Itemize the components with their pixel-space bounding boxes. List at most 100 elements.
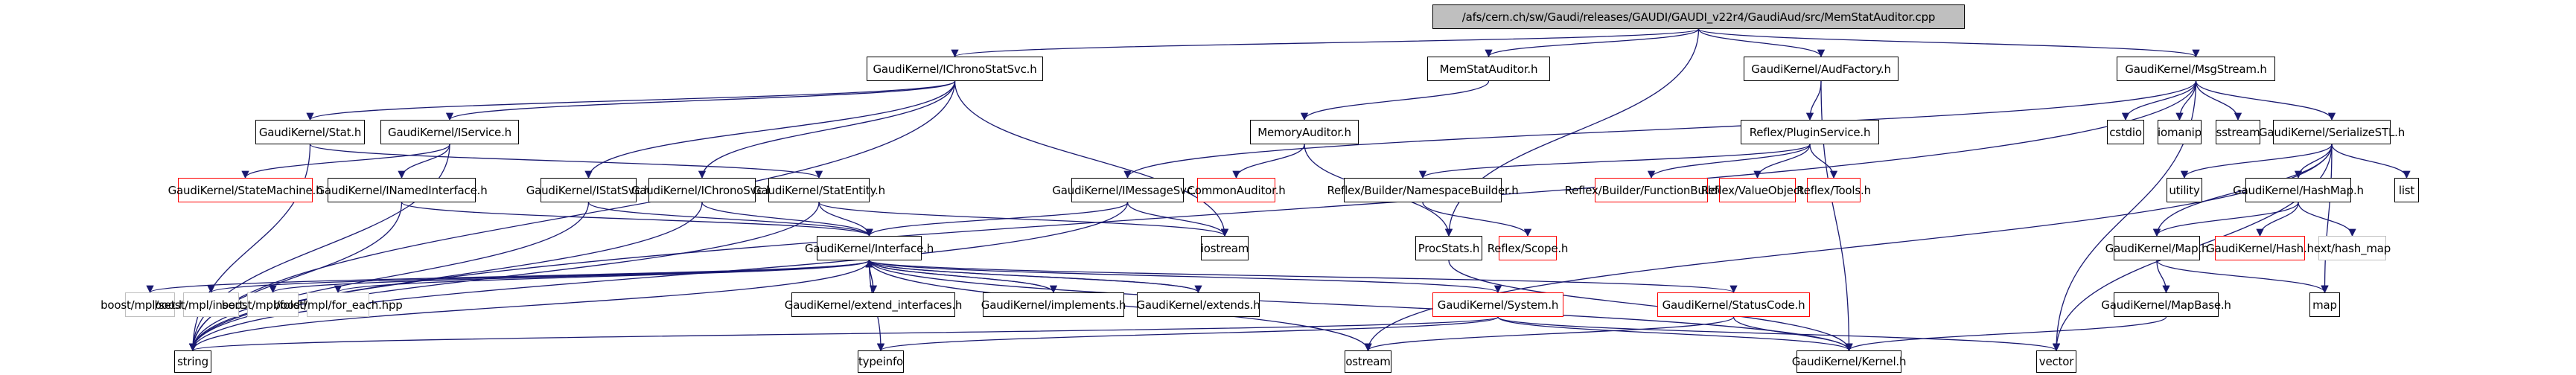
edge-iservice-to-inamedinterface bbox=[398, 144, 450, 179]
edge-audfactory-to-pluginservice bbox=[1805, 80, 1822, 121]
edge-memoryauditor-to-commonauditor bbox=[1232, 144, 1305, 179]
edge-root-to-memstatauditor bbox=[1485, 28, 1700, 58]
node-pluginservice[interactable]: Reflex/PluginService.h bbox=[1741, 120, 1879, 144]
edge-pluginservice-to-valueobject bbox=[1753, 144, 1811, 179]
node-boost-foreach[interactable]: boost/mpl/for_each.hpp bbox=[273, 292, 403, 317]
node-namespacebuilder[interactable]: Reflex/Builder/NamespaceBuilder.h bbox=[1327, 178, 1519, 202]
node-ichronosvc[interactable]: GaudiKernel/IChronoSvc.h bbox=[631, 178, 773, 202]
edge-interface-to-statuscode bbox=[868, 260, 1738, 294]
edge-serializestl-to-utility bbox=[2180, 144, 2333, 179]
node-hash[interactable]: GaudiKernel/Hash.h bbox=[2206, 236, 2314, 260]
node-ichronostatsvc[interactable]: GaudiKernel/IChronoStatSvc.h bbox=[867, 57, 1043, 81]
node-list[interactable]: list bbox=[2394, 178, 2419, 202]
edge-msgstream-to-imessagesvc bbox=[1123, 80, 2197, 179]
node-serializestl[interactable]: GaudiKernel/SerializeSTL.h bbox=[2259, 120, 2405, 144]
edge-system-to-kernel bbox=[1497, 316, 1853, 352]
node-map[interactable]: map bbox=[2309, 292, 2340, 317]
node-statuscode[interactable]: GaudiKernel/StatusCode.h bbox=[1657, 292, 1810, 317]
node-system[interactable]: GaudiKernel/System.h bbox=[1432, 292, 1563, 317]
edge-ichronostatsvc-to-istatsvc bbox=[584, 80, 956, 179]
node-memstatauditor[interactable]: MemStatAuditor.h bbox=[1427, 57, 1550, 81]
edge-hashmap-to-map_h bbox=[2152, 202, 2299, 237]
edge-statentity-to-interface bbox=[818, 202, 873, 237]
node-audfactory[interactable]: GaudiKernel/AudFactory.h bbox=[1744, 57, 1898, 81]
edge-ichronosvc-to-string bbox=[188, 202, 703, 352]
edge-memstatauditor-to-memoryauditor bbox=[1300, 80, 1490, 121]
node-memoryauditor[interactable]: MemoryAuditor.h bbox=[1250, 120, 1359, 144]
node-root-file[interactable]: /afs/cern.ch/sw/Gaudi/releases/GAUDI/GAU… bbox=[1432, 4, 1965, 29]
edge-mapbase-to-kernel bbox=[1845, 316, 2167, 352]
edge-stat-to-string bbox=[188, 144, 311, 352]
edge-iservice-to-statemachine bbox=[241, 144, 450, 179]
node-iostream[interactable]: iostream bbox=[1201, 236, 1249, 260]
edge-root-to-ichronostatsvc bbox=[951, 28, 1700, 58]
node-istatsvc[interactable]: GaudiKernel/IStatSvc.h bbox=[526, 178, 651, 202]
node-imessagesvc[interactable]: GaudiKernel/IMessageSvc.h bbox=[1052, 178, 1203, 202]
edge-interface-to-string bbox=[188, 260, 870, 352]
node-ext-hash-map[interactable]: ext/hash_map bbox=[2314, 236, 2391, 260]
edge-map_h-to-map bbox=[2156, 260, 2329, 294]
node-inamedinterface[interactable]: GaudiKernel/INamedInterface.h bbox=[316, 178, 488, 202]
node-procstats[interactable]: ProcStats.h bbox=[1415, 236, 1482, 260]
edge-pluginservice-to-tools bbox=[1809, 144, 1838, 179]
node-tools[interactable]: Reflex/Tools.h bbox=[1796, 178, 1871, 202]
node-commonauditor[interactable]: CommonAuditor.h bbox=[1187, 178, 1286, 202]
edge-statuscode-to-kernel bbox=[1732, 316, 1853, 352]
node-hashmap[interactable]: GaudiKernel/HashMap.h bbox=[2233, 178, 2364, 202]
edge-interface-to-system bbox=[868, 260, 1502, 294]
node-utility[interactable]: utility bbox=[2167, 178, 2202, 202]
edge-msgstream-to-serializestl bbox=[2195, 80, 2336, 121]
edge-istatsvc-to-interface bbox=[587, 202, 873, 237]
node-iomanip[interactable]: iomanip bbox=[2158, 120, 2202, 144]
edge-map_h-to-mapbase bbox=[2156, 260, 2170, 294]
edge-ichronostatsvc-to-stat bbox=[306, 80, 956, 121]
node-extends[interactable]: GaudiKernel/extends.h bbox=[1136, 292, 1260, 317]
edge-namespacebuilder-to-scope bbox=[1422, 202, 1532, 237]
edge-imessagesvc-to-interface bbox=[865, 202, 1129, 237]
node-map-h[interactable]: GaudiKernel/Map.h bbox=[2105, 236, 2209, 260]
node-stat[interactable]: GaudiKernel/Stat.h bbox=[255, 120, 365, 144]
edge-root-to-msgstream bbox=[1697, 28, 2200, 58]
edge-interface-to-boost_insert bbox=[207, 260, 870, 294]
edge-serializestl-to-list bbox=[2331, 144, 2411, 179]
node-iservice[interactable]: GaudiKernel/IService.h bbox=[380, 120, 519, 144]
node-implements[interactable]: GaudiKernel/implements.h bbox=[981, 292, 1126, 317]
edge-serializestl-to-map bbox=[2321, 144, 2333, 294]
node-boost-set[interactable]: boost/mpl/set.hpp bbox=[101, 292, 200, 317]
edge-imessagesvc-to-string bbox=[188, 202, 1129, 352]
edge-inamedinterface-to-interface bbox=[401, 202, 873, 237]
edge-implements-to-interface bbox=[865, 259, 1054, 293]
node-extend-interfaces[interactable]: GaudiKernel/extend_interfaces.h bbox=[785, 292, 962, 317]
node-valueobject[interactable]: Reflex/ValueObject.h bbox=[1701, 178, 1814, 202]
node-mapbase[interactable]: GaudiKernel/MapBase.h bbox=[2101, 292, 2231, 317]
node-vector[interactable]: vector bbox=[2036, 350, 2076, 373]
node-ostream[interactable]: ostream bbox=[1345, 350, 1391, 373]
node-scope[interactable]: Reflex/Scope.h bbox=[1488, 236, 1568, 260]
edge-system-to-string bbox=[189, 316, 1499, 352]
edge-ichronostatsvc-to-iservice bbox=[446, 80, 956, 121]
node-statemachine[interactable]: GaudiKernel/StateMachine.h bbox=[168, 178, 323, 202]
edge-ichronostatsvc-to-ichronosvc bbox=[698, 80, 956, 179]
node-functionbuilder[interactable]: Reflex/Builder/FunctionBuilder.h bbox=[1565, 178, 1738, 202]
edge-ichronosvc-to-interface bbox=[701, 202, 873, 237]
node-interface[interactable]: GaudiKernel/Interface.h bbox=[805, 236, 934, 260]
edge-hashmap-to-ext_hash_map bbox=[2298, 202, 2356, 237]
edge-ichronostatsvc-to-iostream bbox=[954, 80, 1229, 237]
edge-pluginservice-to-functionbuilder bbox=[1647, 144, 1811, 179]
node-string[interactable]: string bbox=[174, 350, 211, 373]
node-sstream[interactable]: sstream bbox=[2216, 120, 2260, 144]
edge-pluginservice-to-namespacebuilder bbox=[1419, 144, 1811, 179]
node-kernel[interactable]: GaudiKernel/Kernel.h bbox=[1792, 350, 1906, 373]
node-statentity[interactable]: GaudiKernel/StatEntity.h bbox=[753, 178, 885, 202]
node-typeinfo[interactable]: typeinfo bbox=[858, 350, 904, 373]
edge-root-to-audfactory bbox=[1697, 28, 1826, 58]
edge-procstats-to-kernel bbox=[1448, 260, 1853, 352]
edge-istatsvc-to-string bbox=[188, 202, 590, 352]
edge-msgstream-to-cstdio bbox=[2121, 80, 2197, 121]
node-cstdio[interactable]: cstdio bbox=[2107, 120, 2144, 144]
edge-msgstream-to-sstream bbox=[2195, 80, 2242, 121]
edge-imessagesvc-to-iostream bbox=[1126, 202, 1229, 237]
node-msgstream[interactable]: GaudiKernel/MsgStream.h bbox=[2117, 57, 2275, 81]
